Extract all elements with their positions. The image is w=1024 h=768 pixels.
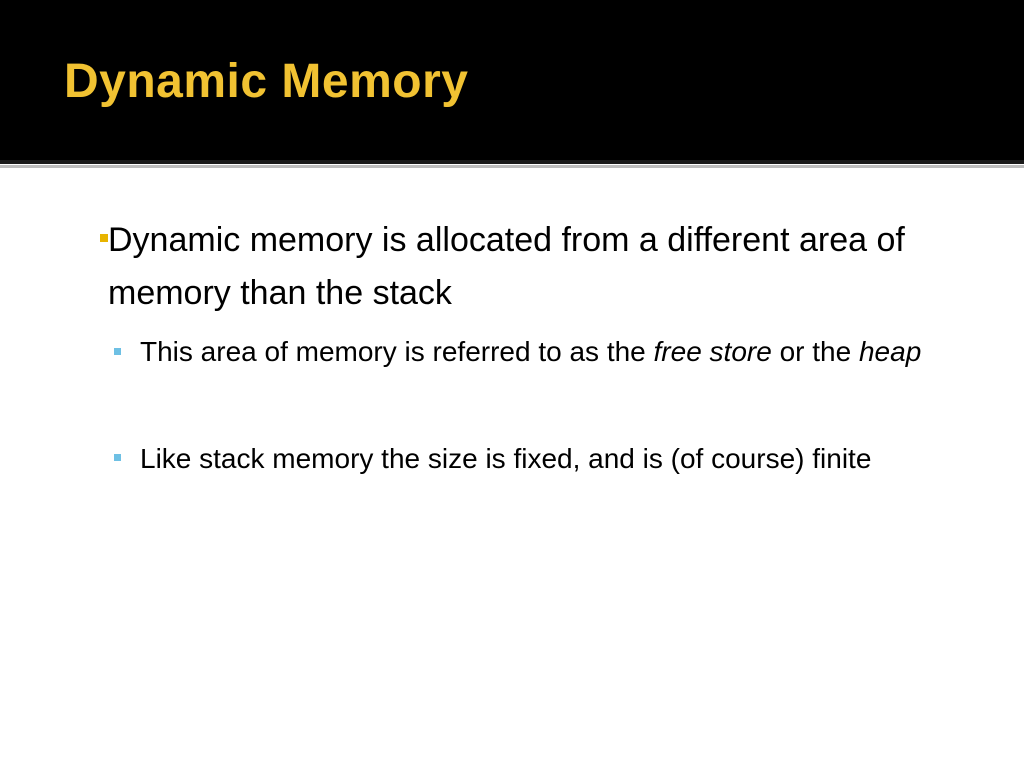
square-bullet-icon xyxy=(114,454,121,461)
square-bullet-icon xyxy=(114,348,121,355)
term-free-store: free store xyxy=(653,336,772,367)
slide-title: Dynamic Memory xyxy=(64,55,469,108)
square-bullet-icon xyxy=(100,234,108,242)
bullet-text-segment: or the xyxy=(771,336,859,367)
bullet-level2-text: Like stack memory the size is fixed, and… xyxy=(140,443,872,474)
term-heap: heap xyxy=(858,336,922,367)
title-divider-gray xyxy=(0,165,1024,168)
title-bar: Dynamic Memory xyxy=(0,0,1024,160)
bullet-level1-text: Dynamic memory is allocated from a diffe… xyxy=(108,221,905,312)
title-divider-dark xyxy=(0,160,1024,164)
bullet-text-segment: This area of memory is referred to as th… xyxy=(140,336,654,367)
bullet-level2-text: This area of memory is referred to as th… xyxy=(140,329,990,375)
